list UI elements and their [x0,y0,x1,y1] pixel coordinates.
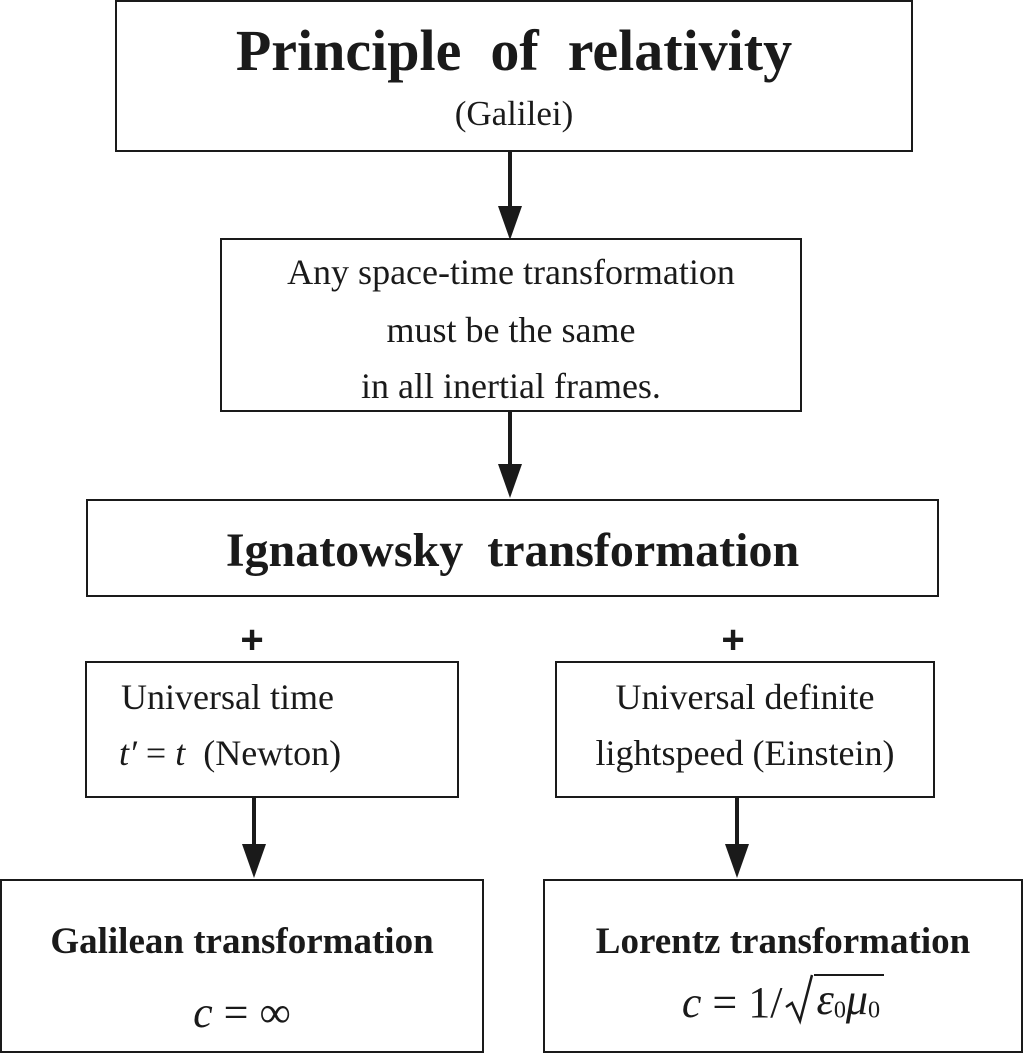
galilean-title: Galilean transformation [50,921,434,962]
radicand: ε0μ0 [814,974,885,1025]
universal-time-box: Universal time t′ = t (Newton) [85,661,459,798]
principle-title: Principle of relativity [235,18,793,83]
c-variable: c [681,978,702,1027]
equals-sign: = [136,733,176,773]
lorentz-transformation-box: Lorentz transformation c = 1/ε0μ0 [543,879,1023,1053]
universal-lightspeed-box: Universal definite lightspeed (Einstein) [555,661,935,798]
numerator: 1/ [748,978,783,1027]
t-prime-variable: t′ [119,733,137,773]
requirement-line-2: must be the same [386,310,636,350]
ignatowsky-title: Ignatowsky transformation [225,524,800,577]
c-variable: c [193,988,213,1037]
lorentz-formula: c = 1/ε0μ0 [545,973,1021,1025]
arrow-requirement-to-ignatowsky [498,412,522,498]
universal-lightspeed-line-1: Universal definite [615,677,875,717]
universal-time-formula: t′ = t (Newton) [119,735,457,771]
arrow-lightspeed-to-lorentz [725,797,749,878]
universal-lightspeed-line-2: lightspeed (Einstein) [595,733,895,773]
plus-symbol-left: + [240,618,264,662]
plus-symbol-right: + [721,618,745,662]
newton-attribution: (Newton) [185,733,342,773]
arrow-time-to-galilean [242,797,266,878]
epsilon-subscript: 0 [833,996,846,1024]
requirement-line-1: Any space-time transformation [287,252,735,292]
ignatowsky-transformation-box: Ignatowsky transformation [86,499,939,597]
epsilon-symbol: ε [816,975,834,1025]
universal-time-label: Universal time [121,677,334,717]
galilean-formula: c = ∞ [2,991,482,1035]
radical-sign-icon [785,974,814,1025]
arrow-principle-to-requirement [498,152,522,240]
infinity-symbol: ∞ [259,988,291,1037]
galilean-transformation-box: Galilean transformation c = ∞ [0,879,484,1053]
square-root: ε0μ0 [784,973,885,1025]
mu-symbol: μ [845,975,869,1025]
mu-subscript: 0 [868,996,881,1024]
equals-sign: = [212,988,260,1037]
equals-sign: = [701,978,749,1027]
lorentz-title: Lorentz transformation [595,921,971,962]
requirement-line-3: in all inertial frames. [361,366,661,406]
principle-subtitle: (Galilei) [454,94,574,133]
requirement-box: Any space-time transformation must be th… [220,238,802,412]
principle-of-relativity-box: Principle of relativity (Galilei) [115,0,913,152]
t-variable: t [175,733,186,773]
